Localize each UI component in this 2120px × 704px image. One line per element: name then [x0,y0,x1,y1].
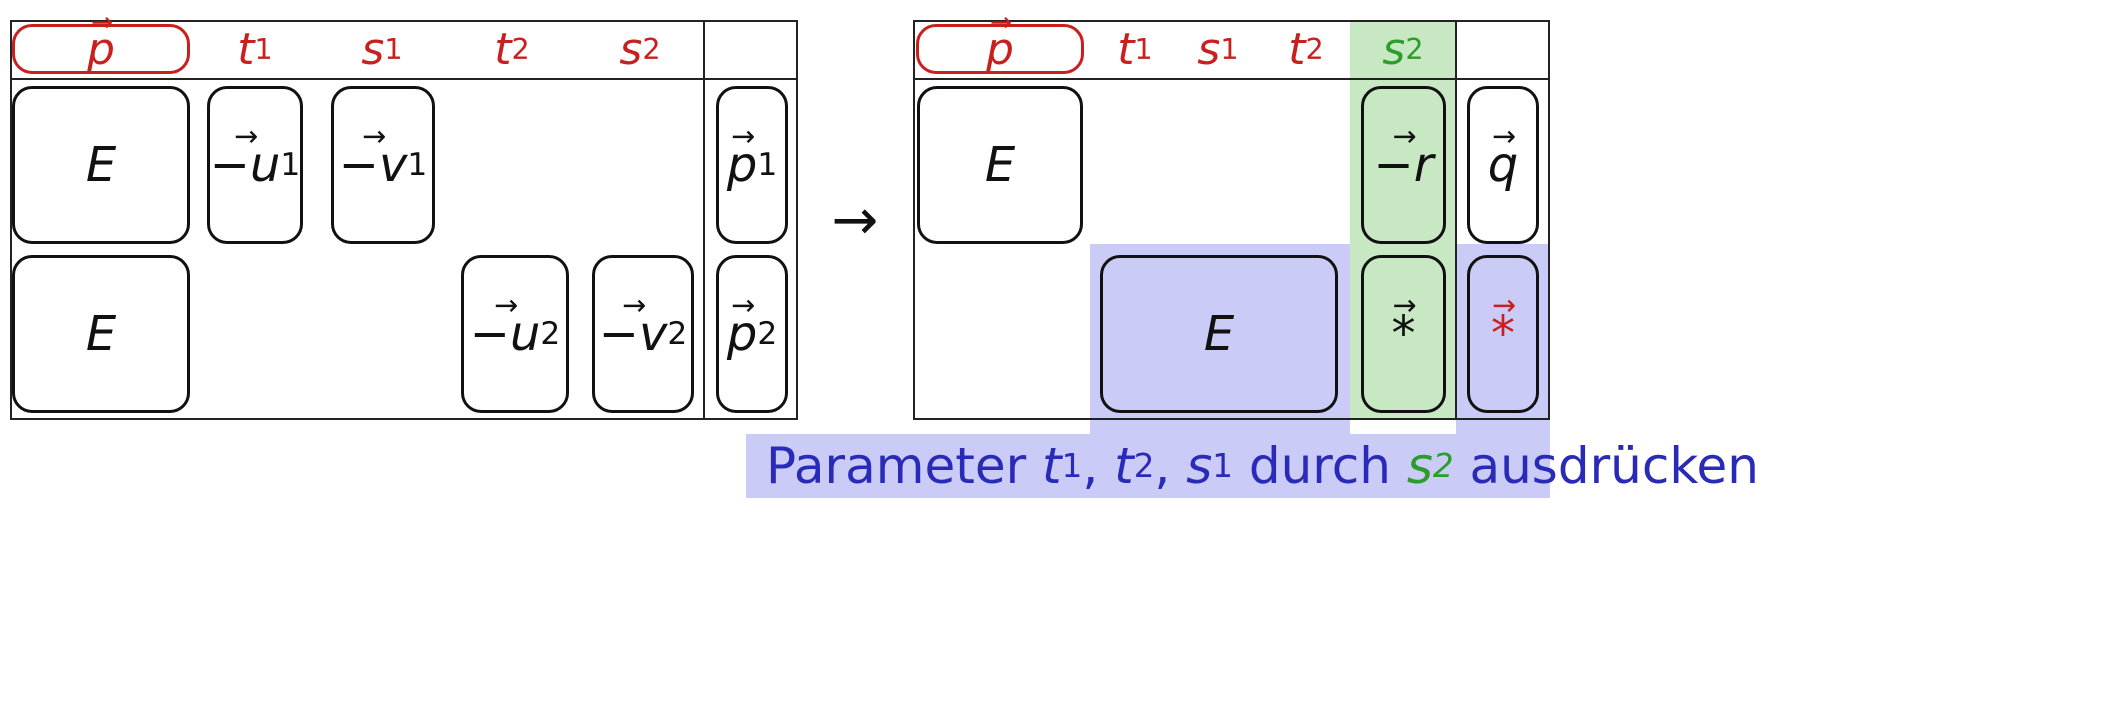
left-row2-v2: −v2 [592,255,694,413]
left-header-divider [10,78,798,80]
left-header-p-label: p [87,24,115,75]
right-row1-q: q [1467,86,1539,244]
right-header-divider [913,78,1550,80]
left-row2-u2: −u2 [461,255,569,413]
left-row2-p2: p2 [716,255,788,413]
left-row1-E: E [12,86,190,244]
right-row2-star-rhs: * [1467,255,1539,413]
left-row1-u1: −u1 [207,86,303,244]
left-row1-p1: p1 [716,86,788,244]
right-row2-E: E [1100,255,1338,413]
right-matrix-frame [913,20,1550,420]
right-header-p: p [916,24,1084,75]
blue-highlight-E-region [1090,244,1350,434]
left-row2-E: E [12,255,190,413]
left-matrix-frame [10,20,798,420]
right-row1-E: E [917,86,1083,244]
right-row2-star-vector: * [1361,255,1446,413]
transform-arrow: → [831,187,879,253]
left-rhs-divider [703,20,705,420]
left-row1-v1: −v1 [331,86,435,244]
right-row1-r: −r [1361,86,1446,244]
right-rhs-divider [1455,20,1457,420]
left-header-p: p [12,24,190,75]
